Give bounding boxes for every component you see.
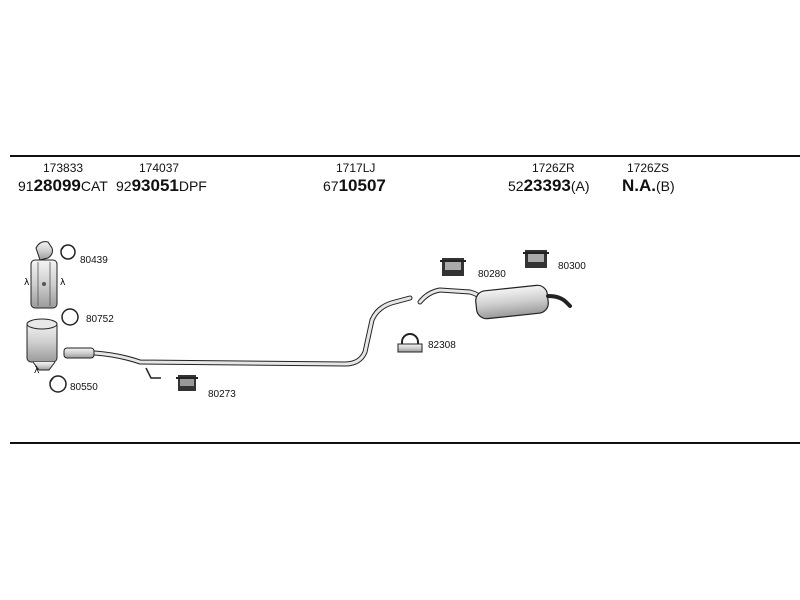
- svg-text:λ: λ: [24, 278, 30, 288]
- rubber-mount-icon[interactable]: [176, 375, 198, 391]
- fitting-ref-u-bolt: 82308: [428, 340, 456, 351]
- fitting-ref-rubber-mount: 80273: [208, 389, 236, 400]
- part-code-middle-pipe: 1717LJ: [336, 161, 376, 175]
- part-number-rear-silencer-a[interactable]: 5223393(A): [508, 176, 590, 196]
- fitting-ref-gasket: 80752: [86, 314, 114, 325]
- rubber-mount-icon[interactable]: [523, 250, 549, 268]
- gasket-ring-icon[interactable]: [61, 308, 79, 326]
- part-number-main: 28099: [33, 176, 81, 195]
- catalytic-converter[interactable]: λ λ: [24, 241, 66, 309]
- part-code-dpf: 174037: [139, 161, 180, 175]
- part-number-catalyst[interactable]: 9128099CAT: [18, 176, 108, 196]
- top-rule: [10, 155, 800, 157]
- part-number-suffix: DPF: [178, 178, 207, 194]
- rubber-mount-icon[interactable]: [440, 258, 466, 276]
- part-number-rear-silencer-b[interactable]: N.A.(B): [622, 176, 675, 196]
- svg-text:λ: λ: [60, 278, 66, 288]
- rear-silencer[interactable]: [417, 284, 572, 320]
- part-number-prefix: 52: [508, 178, 524, 194]
- svg-text:λ: λ: [34, 366, 40, 376]
- part-number-prefix: 92: [116, 178, 132, 194]
- diesel-particulate-filter[interactable]: λ: [26, 318, 58, 376]
- ring-clamp-icon[interactable]: [60, 244, 76, 260]
- part-number-main: 93051: [131, 176, 179, 195]
- ring-clamp-icon[interactable]: [49, 375, 67, 393]
- part-code-rear-silencer-b: 1726ZS: [627, 161, 670, 175]
- part-number-main: 10507: [338, 176, 386, 195]
- part-number-suffix: (B): [656, 178, 675, 194]
- part-number-prefix: 91: [18, 178, 34, 194]
- part-code-rear-silencer-a: 1726ZR: [532, 161, 575, 175]
- u-bolt-clamp-icon[interactable]: [397, 333, 423, 353]
- part-code-catalyst: 173833: [43, 161, 84, 175]
- part-number-suffix: CAT: [80, 178, 108, 194]
- part-number-prefix: 67: [323, 178, 339, 194]
- part-number-middle-pipe[interactable]: 6710507: [323, 176, 386, 196]
- part-number-main: 23393: [523, 176, 571, 195]
- part-number-dpf[interactable]: 9293051DPF: [116, 176, 207, 196]
- part-number-suffix: (A): [570, 178, 590, 194]
- bottom-rule: [10, 442, 800, 444]
- middle-pipe[interactable]: [63, 295, 413, 379]
- fitting-ref-rubber-mount-rear: 80300: [558, 261, 586, 272]
- fitting-ref-ring-clamp: 80439: [80, 255, 108, 266]
- fitting-ref-ring-clamp-lower: 80550: [70, 382, 98, 393]
- part-number-main: N.A.: [622, 176, 656, 195]
- fitting-ref-rubber-mount-mid: 80280: [478, 269, 506, 280]
